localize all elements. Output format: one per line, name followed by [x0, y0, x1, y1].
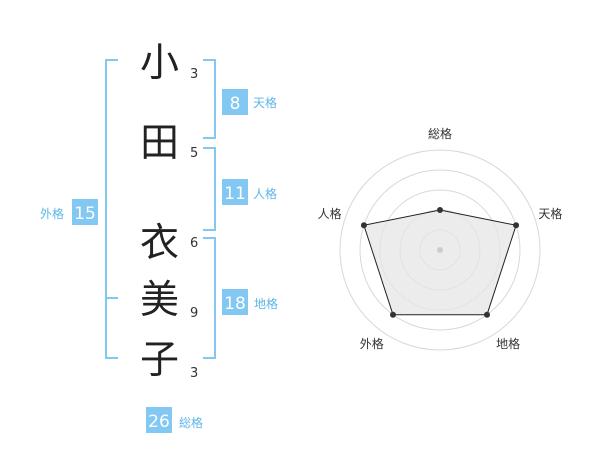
jinkaku-label: 人格 — [253, 186, 277, 201]
jinkaku-value: 11 — [224, 184, 246, 204]
tenkaku-value: 8 — [230, 94, 241, 114]
tenkaku-badge-box — [222, 89, 248, 115]
stroke-count-4: 9 — [190, 306, 198, 321]
name-char-4: 美 — [140, 278, 179, 323]
chikaku-badge: 18 地格 — [222, 289, 278, 315]
chikaku-label: 地格 — [254, 296, 278, 311]
tenkaku-bracket — [203, 59, 216, 139]
stroke-count-3: 6 — [190, 236, 198, 251]
radar-point-4 — [389, 311, 396, 318]
radar-ring-4 — [359, 169, 521, 331]
stroke-counts: 3 5 6 9 3 — [190, 67, 198, 381]
radar-center-dot — [437, 247, 443, 253]
tenkaku-badge: 8 天格 — [222, 89, 277, 115]
radar-point-1 — [437, 207, 443, 213]
name-char-2: 田 — [140, 121, 179, 166]
gaikaku-label: 外格 — [40, 206, 64, 221]
brackets — [105, 59, 216, 359]
soukaku-badge-box — [146, 407, 172, 433]
tenkaku-label: 天格 — [253, 95, 277, 110]
radar-axis-label-1: 総格 — [428, 126, 452, 141]
radar-point-3 — [484, 311, 491, 318]
name-characters: 小 田 衣 美 子 — [140, 41, 179, 383]
radar-ring-5 — [339, 149, 541, 351]
gaikaku-badge: 外格 15 — [40, 199, 98, 225]
radar-point-2 — [513, 222, 520, 229]
name-char-1: 小 — [140, 41, 179, 86]
soukaku-badge: 26 総格 — [146, 407, 203, 433]
gaikaku-bracket — [105, 59, 118, 359]
soukaku-value: 26 — [148, 412, 170, 432]
soukaku-label: 総格 — [179, 415, 203, 430]
radar-area — [363, 209, 517, 316]
chikaku-badge-box — [222, 289, 248, 315]
stroke-count-5: 3 — [190, 366, 198, 381]
radar-axis-label-2: 天格 — [538, 206, 562, 221]
chikaku-value: 18 — [224, 294, 246, 314]
jinkaku-bracket — [203, 147, 216, 231]
radar-point-5 — [360, 222, 367, 229]
stroke-count-2: 5 — [190, 146, 198, 161]
stroke-count-1: 3 — [190, 67, 198, 82]
chikaku-bracket — [203, 237, 216, 359]
radar-points — [360, 207, 520, 318]
gaikaku-value: 15 — [74, 204, 96, 224]
radar-axis-label-5: 人格 — [318, 206, 342, 221]
jinkaku-badge-box — [222, 179, 248, 205]
radar-axis-label-3: 地格 — [496, 336, 520, 351]
jinkaku-badge: 11 人格 — [222, 179, 277, 205]
name-char-5: 子 — [140, 338, 179, 383]
gaikaku-badge-box — [72, 199, 98, 225]
name-char-3: 衣 — [140, 221, 179, 266]
radar-axis-label-4: 外格 — [360, 336, 384, 351]
